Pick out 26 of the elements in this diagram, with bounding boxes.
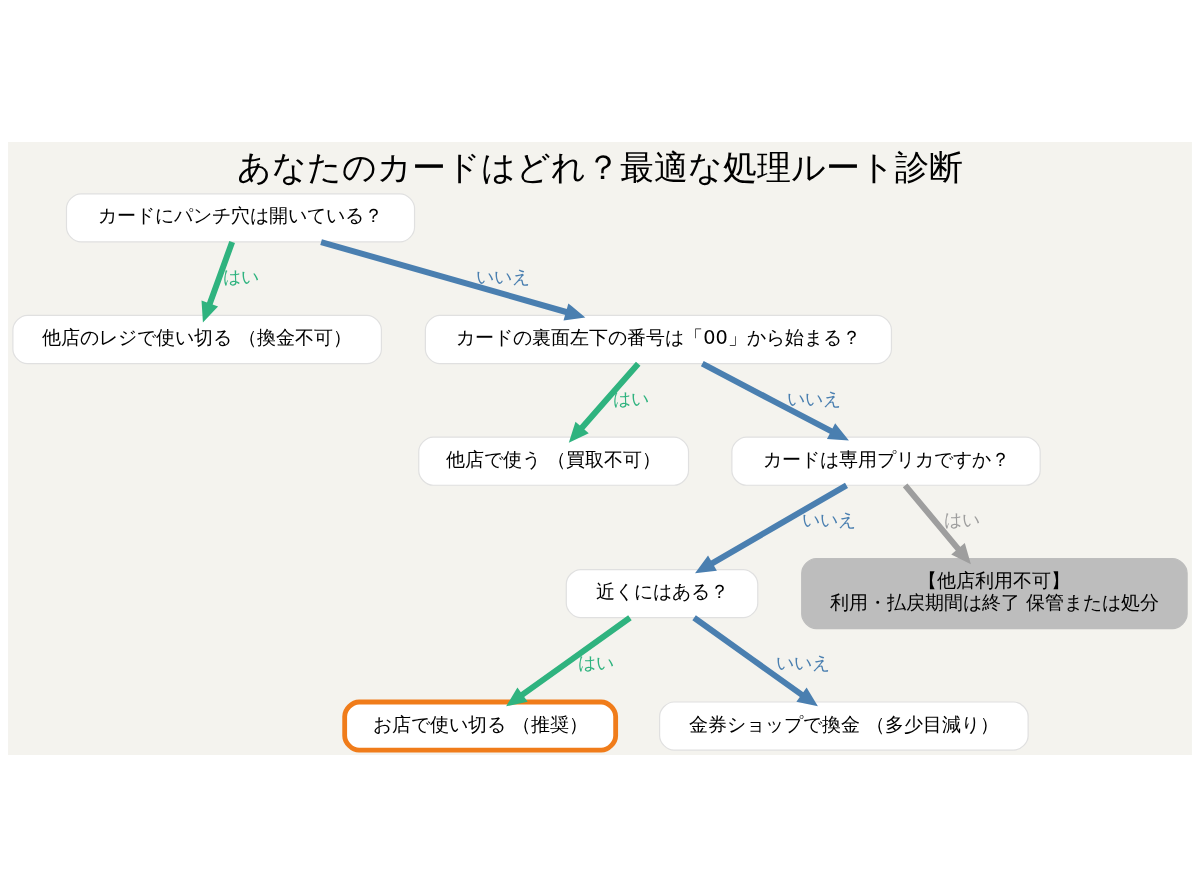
arrow	[695, 482, 848, 573]
edge-label: いいえ	[802, 508, 857, 530]
node-box: 【他店利用不可】 利用・払戻期間は終了 保管または処分	[801, 557, 1188, 629]
edge-label: いいえ	[775, 651, 830, 673]
node-box: カードは専用プリカですか？	[731, 435, 1041, 486]
edge-label: はい	[223, 265, 260, 287]
arrow	[201, 240, 235, 322]
node-box: 他店のレジで使い切る （換金不可）	[12, 314, 383, 364]
arrow	[692, 614, 818, 706]
arrow	[506, 614, 632, 706]
edge-label: はい	[944, 508, 981, 530]
node-box: お店で使い切る （推奨）	[342, 699, 619, 753]
arrow	[700, 360, 849, 440]
node-box: 金券ショップで換金 （多少目減り）	[659, 700, 1029, 751]
arrow	[902, 482, 971, 564]
diagram-title: あなたのカードはどれ？最適な処理ルート診断	[237, 147, 963, 187]
edge-label: はい	[613, 387, 650, 409]
node-box: カードにパンチ穴は開いている？	[65, 192, 416, 243]
arrow	[320, 238, 586, 320]
node-box: 近くにはある？	[565, 568, 759, 618]
node-box: 他店で使う （買取不可）	[418, 435, 690, 486]
arrow	[568, 361, 641, 443]
edge-label: いいえ	[786, 387, 841, 409]
edge-label: いいえ	[476, 265, 531, 287]
node-box: カードの裏面左下の番号は「00」から始まる？	[424, 314, 893, 364]
edge-label: はい	[578, 651, 615, 673]
